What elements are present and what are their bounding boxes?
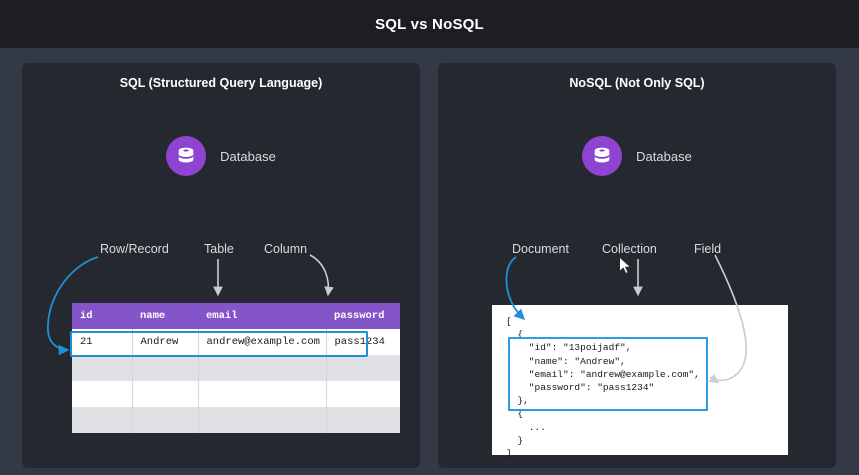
table-cell: pass1234 xyxy=(326,329,400,355)
annotation-table: Table xyxy=(204,242,234,256)
nosql-database-label: Database xyxy=(636,148,692,164)
nosql-document-box: [ { "id": "13poijadf", "name": "Andrew",… xyxy=(492,305,788,459)
table-column-header: email xyxy=(198,303,326,329)
table-cell xyxy=(72,355,133,381)
table-cell xyxy=(132,407,199,433)
table-column-header: name xyxy=(132,303,198,329)
annotation-field: Field xyxy=(694,242,722,256)
annotation-row-record: Row/Record xyxy=(100,242,169,256)
annotation-document: Document xyxy=(512,242,569,256)
column-arrow xyxy=(309,254,334,297)
table-cell: 21 xyxy=(72,329,133,355)
title-bar: SQL vs NoSQL xyxy=(0,0,859,48)
table-cell xyxy=(72,407,133,433)
table-column-header: password xyxy=(326,303,400,329)
annotation-column: Column xyxy=(264,242,308,256)
table-cell xyxy=(72,381,133,407)
sql-panel: SQL (Structured Query Language) Database… xyxy=(22,63,420,468)
table-header-row: id name email password xyxy=(72,303,400,329)
table-column-header: id xyxy=(72,303,132,329)
table-row[interactable] xyxy=(72,381,400,407)
sql-database-group: Database xyxy=(22,136,420,176)
database-icon xyxy=(582,136,623,176)
nosql-panel: NoSQL (Not Only SQL) Database Document C… xyxy=(438,63,836,468)
page-title: SQL vs NoSQL xyxy=(375,15,484,33)
table-cell xyxy=(198,407,327,433)
table-cell xyxy=(326,381,400,407)
nosql-database-group: Database xyxy=(438,136,836,176)
sql-data-table: id name email password 21 Andrew andrew@… xyxy=(72,303,400,433)
table-cell xyxy=(326,407,400,433)
slide-stage: SQL (Structured Query Language) Database… xyxy=(0,48,859,475)
table-row[interactable] xyxy=(72,355,400,381)
nosql-code: [ { "id": "13poijadf", "name": "Andrew",… xyxy=(506,316,700,460)
table-cell xyxy=(132,381,199,407)
table-row[interactable] xyxy=(72,407,400,433)
sql-panel-title: SQL (Structured Query Language) xyxy=(119,76,323,90)
table-cell: Andrew xyxy=(132,329,199,355)
annotation-collection: Collection xyxy=(602,242,657,256)
table-cell xyxy=(326,355,400,381)
database-icon xyxy=(166,136,207,176)
sql-database-label: Database xyxy=(220,148,276,164)
table-cell xyxy=(198,355,327,381)
table-cell xyxy=(132,355,199,381)
table-cell: andrew@example.com xyxy=(198,329,327,355)
table-cell xyxy=(198,381,327,407)
table-row[interactable]: 21 Andrew andrew@example.com pass1234 xyxy=(72,329,400,355)
nosql-panel-title: NoSQL (Not Only SQL) xyxy=(569,76,705,90)
